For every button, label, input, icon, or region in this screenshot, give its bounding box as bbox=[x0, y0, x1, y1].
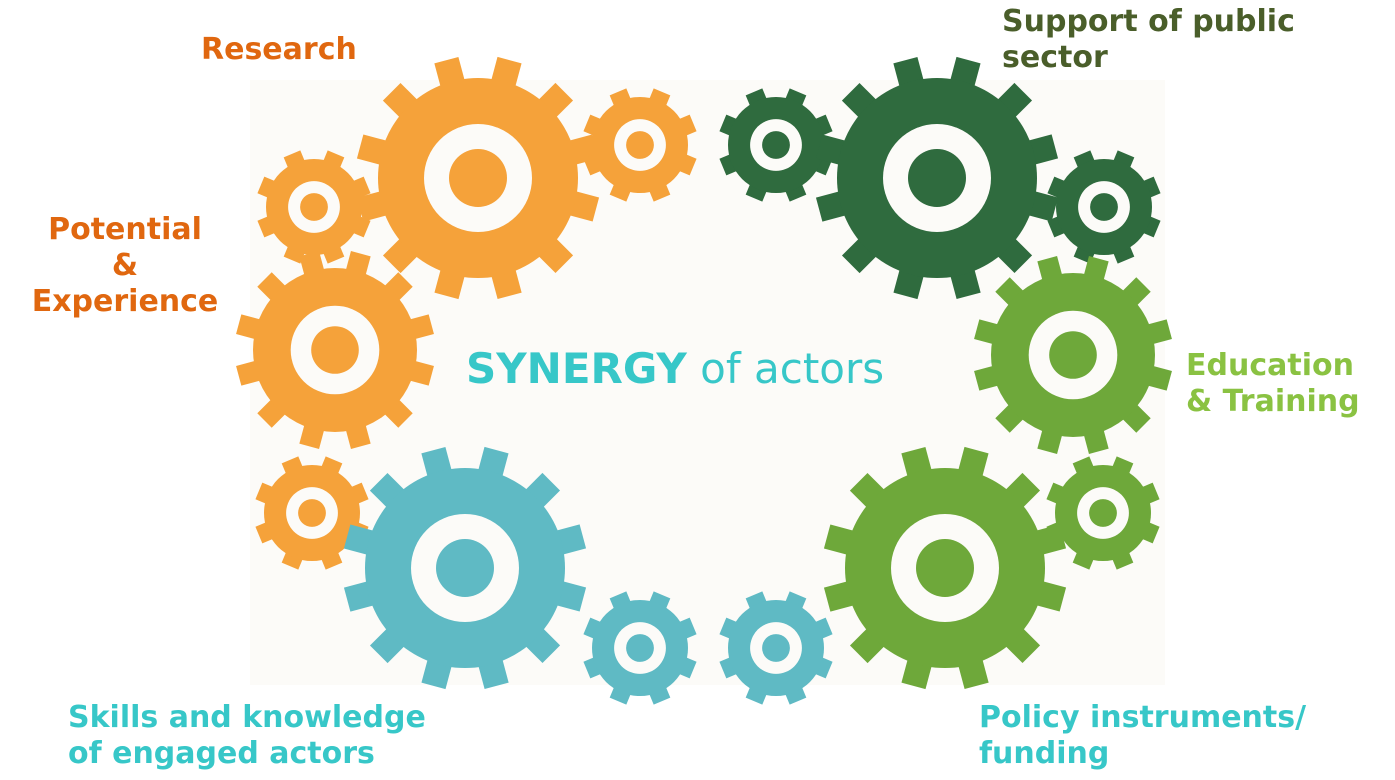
gear-teal-bottom-2 bbox=[719, 591, 833, 705]
gear-research-small bbox=[583, 88, 697, 202]
gear-teal-bottom-1 bbox=[583, 591, 697, 705]
gear-orange-bottom-left bbox=[255, 456, 369, 570]
gear-education-large bbox=[974, 256, 1172, 454]
gear-research-large bbox=[356, 56, 600, 300]
label-education-line-1: Education bbox=[1186, 348, 1354, 383]
label-policy-line-2: funding bbox=[979, 736, 1110, 771]
gear-dark-green-right bbox=[1047, 150, 1161, 264]
gear-support-small bbox=[719, 88, 833, 202]
label-education-line-2: & Training bbox=[1186, 384, 1360, 419]
label-research-text: Research bbox=[201, 32, 357, 67]
label-skills-line-1: Skills and knowledge bbox=[68, 700, 426, 735]
label-potential-line-1: Potential bbox=[48, 212, 202, 247]
label-policy-instruments: Policy instruments/ funding bbox=[979, 700, 1306, 772]
label-potential-line-2: & bbox=[111, 248, 139, 283]
gear-support-large bbox=[815, 56, 1059, 300]
label-policy-line-1: Policy instruments/ bbox=[979, 700, 1307, 735]
label-potential-line-3: Experience bbox=[31, 284, 219, 319]
gear-green-right-small bbox=[1046, 456, 1160, 570]
label-support-public-sector: Support of public sector bbox=[1002, 4, 1295, 76]
gear-policy-large bbox=[823, 446, 1067, 690]
label-support-line-2: sector bbox=[1002, 40, 1108, 75]
gear-potential-large bbox=[236, 251, 434, 449]
label-research: Research bbox=[201, 32, 357, 68]
center-title: SYNERGY of actors bbox=[466, 343, 884, 395]
label-skills-knowledge: Skills and knowledge of engaged actors bbox=[68, 700, 426, 772]
label-support-line-1: Support of public bbox=[1002, 4, 1295, 39]
gear-skills-large bbox=[343, 446, 587, 690]
label-education-training: Education & Training bbox=[1186, 348, 1360, 420]
gear-orange-top-left bbox=[257, 150, 371, 264]
label-skills-line-2: of engaged actors bbox=[68, 736, 375, 771]
center-title-synergy: SYNERGY bbox=[466, 344, 687, 393]
center-title-of-actors: of actors bbox=[686, 344, 885, 393]
label-potential-experience: Potential & Experience bbox=[5, 212, 245, 320]
